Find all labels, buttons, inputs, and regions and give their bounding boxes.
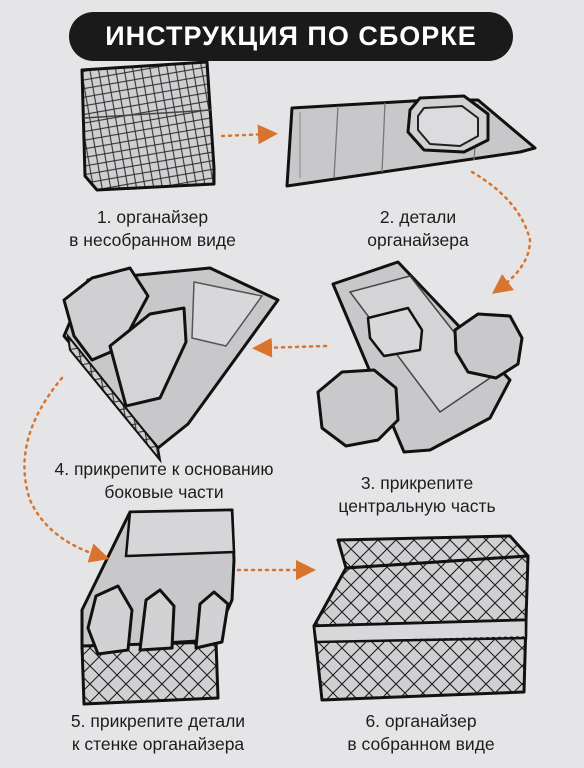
- step3-caption: 3. прикрепите центральную часть: [312, 472, 522, 518]
- step5-line2: к стенке органайзера: [71, 734, 245, 754]
- step5-attached-parts: [80, 508, 236, 706]
- arrow-4-to-5: [23, 376, 110, 563]
- flow-arrows: [23, 124, 532, 580]
- step3-central-part: [316, 260, 524, 454]
- step1-caption: 1. органайзер в несобранном виде: [40, 206, 265, 252]
- page-title: ИНСТРУКЦИЯ ПО СБОРКЕ: [105, 21, 477, 51]
- step2-caption: 2. детали органайзера: [328, 206, 508, 252]
- step1-line2: в несобранном виде: [69, 230, 236, 250]
- arrow-1-to-2: [220, 124, 278, 145]
- step2-line2: органайзера: [367, 230, 469, 250]
- step1-flat-organizer: [80, 60, 216, 192]
- arrow-3-to-4: [252, 337, 328, 358]
- step2-organizer-parts: [285, 94, 537, 188]
- step6-assembled-organizer: [312, 534, 530, 702]
- step6-caption: 6. органайзер в собранном виде: [316, 710, 526, 756]
- step6-line2: в собранном виде: [347, 734, 495, 754]
- step4-line1: 4. прикрепите к основанию: [54, 459, 274, 479]
- step3-line1: 3. прикрепите: [360, 473, 474, 493]
- step3-line2: центральную часть: [338, 496, 496, 516]
- arrow-2-to-3: [470, 170, 532, 294]
- step4-caption: 4. прикрепите к основанию боковые части: [24, 458, 304, 504]
- step5-caption: 5. прикрепите детали к стенке органайзер…: [38, 710, 278, 756]
- step1-line1: 1. органайзер: [96, 207, 209, 227]
- step5-line1: 5. прикрепите детали: [70, 711, 246, 731]
- step2-line1: 2. детали: [379, 207, 457, 227]
- title-banner: ИНСТРУКЦИЯ ПО СБОРКЕ: [69, 12, 513, 61]
- step4-line2: боковые части: [104, 482, 224, 502]
- step6-line1: 6. органайзер: [365, 711, 477, 731]
- step4-side-parts: [62, 266, 280, 464]
